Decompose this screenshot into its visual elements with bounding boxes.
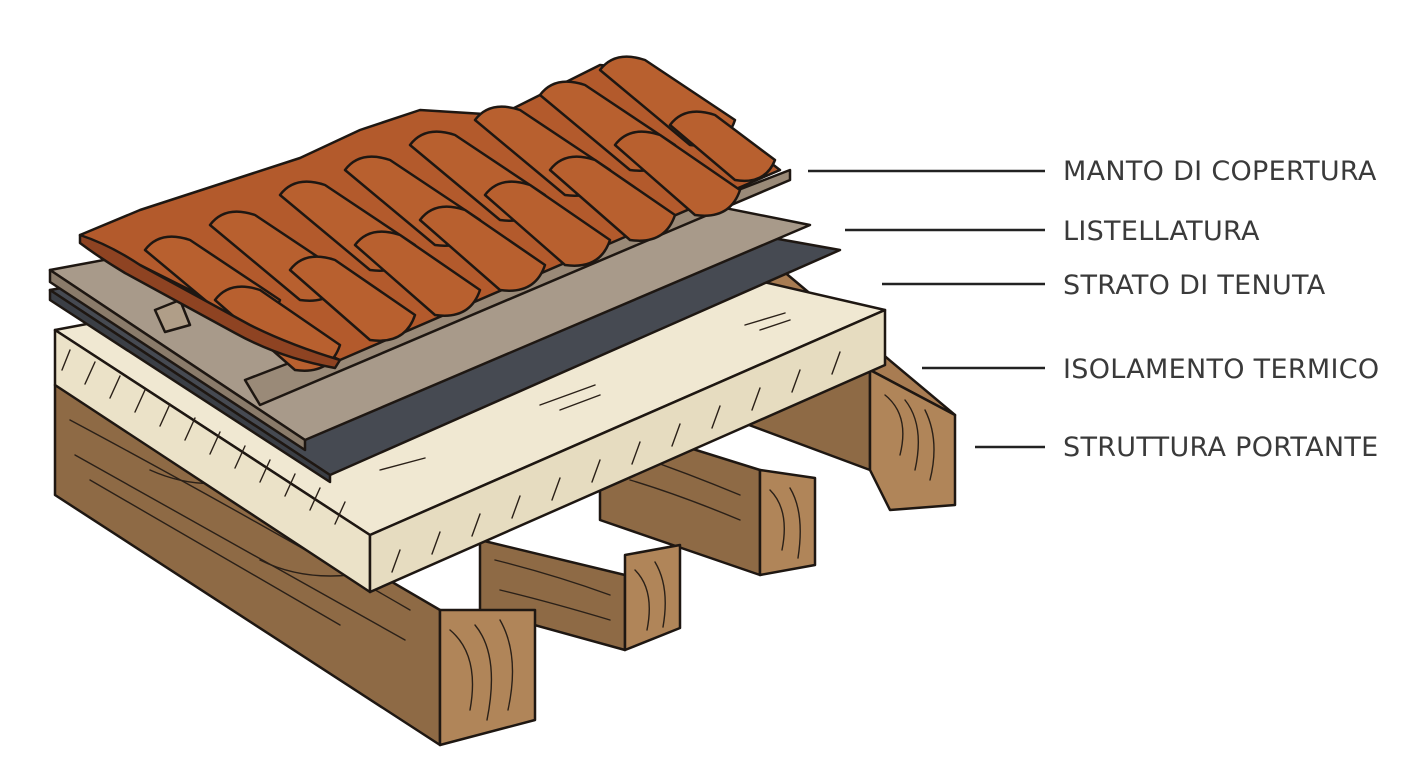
label-membrane: STRATO DI TENUTA: [1063, 270, 1326, 301]
wooden-beam: [478, 538, 682, 652]
label-insulation: ISOLAMENTO TERMICO: [1063, 354, 1379, 385]
roof-covering-tiles: [78, 55, 782, 372]
label-roof-covering: MANTO DI COPERTURA: [1063, 156, 1377, 187]
label-battens: LISTELLATURA: [1063, 216, 1260, 247]
label-structure: STRUTTURA PORTANTE: [1063, 432, 1379, 463]
